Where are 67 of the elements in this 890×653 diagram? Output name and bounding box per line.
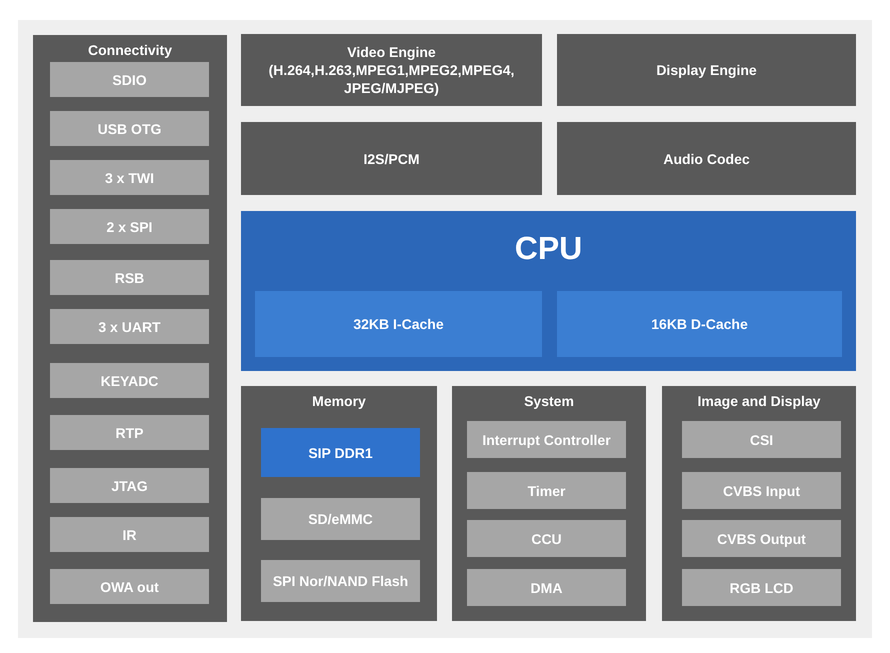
block-label: 3 x TWI	[104, 168, 154, 186]
group-heading: Image and Display	[696, 392, 822, 410]
block-label: 3 x UART	[98, 318, 161, 336]
module-box	[467, 520, 626, 557]
module-box	[261, 560, 420, 602]
module-box	[261, 498, 420, 540]
module-box	[467, 472, 626, 509]
module-box	[50, 415, 209, 450]
module-box	[682, 520, 841, 557]
block-label: RGB LCD	[730, 578, 794, 596]
block-label: CVBS Input	[723, 482, 800, 500]
block-label: RTP	[116, 424, 144, 442]
group-heading: System	[523, 392, 575, 410]
block-label: Timer	[528, 482, 566, 500]
block-label: RSB	[114, 268, 144, 286]
block-box	[255, 291, 542, 357]
block-label: Display Engine	[656, 61, 757, 79]
block-label: 16KB D-Cache	[651, 315, 748, 333]
block-label: 2 x SPI	[106, 218, 152, 236]
cpu-heading: CPU	[514, 229, 584, 267]
block-label: CSI	[750, 430, 774, 448]
module-box	[50, 569, 209, 604]
block-label: 32KB I-Cache	[353, 315, 444, 333]
module-box	[50, 160, 209, 195]
block-box	[557, 34, 856, 106]
block-box	[241, 34, 542, 106]
block-label: Interrupt Controller	[482, 430, 611, 448]
group-panel	[241, 386, 437, 621]
block-label: SIP DDR1	[308, 444, 373, 462]
block-box	[261, 428, 420, 477]
module-box	[50, 260, 209, 295]
module-box	[50, 468, 209, 503]
block-label: I2S/PCM	[363, 150, 420, 168]
block-label: KEYADC	[100, 372, 158, 390]
module-box	[50, 309, 209, 344]
module-box	[50, 111, 209, 146]
module-box	[50, 209, 209, 244]
group-panel	[662, 386, 856, 621]
block-label: Audio Codec	[663, 150, 750, 168]
block-label: SD/eMMC	[308, 510, 373, 528]
block-label: USB OTG	[98, 120, 162, 138]
module-box	[50, 62, 209, 97]
block-label: OWA out	[100, 578, 159, 596]
block-label: SDIO	[112, 70, 147, 88]
module-box	[682, 569, 841, 606]
block-box	[241, 122, 542, 195]
module-box	[50, 517, 209, 552]
group-heading: Memory	[311, 392, 367, 410]
block-label: Video Engine	[347, 43, 436, 61]
block-box	[557, 122, 856, 195]
module-box	[682, 472, 841, 509]
group-panel	[452, 386, 646, 621]
module-box	[467, 421, 626, 458]
group-heading: Connectivity	[86, 41, 173, 59]
block-label: CVBS Output	[717, 530, 806, 548]
block-label: JTAG	[111, 476, 148, 494]
group-panel	[241, 211, 856, 371]
group-panel	[33, 35, 227, 622]
module-box	[50, 363, 209, 398]
block-label: IR	[122, 526, 136, 544]
block-box	[557, 291, 842, 357]
block-label: SPI Nor/NAND Flash	[272, 572, 408, 590]
block-detail: (H.264,H.263,MPEG1,MPEG2,MPEG4, JPEG/MJPEG)	[268, 61, 516, 97]
block-label: DMA	[530, 578, 562, 596]
block-label: CCU	[531, 530, 562, 548]
module-box	[682, 421, 841, 458]
module-box	[467, 569, 626, 606]
